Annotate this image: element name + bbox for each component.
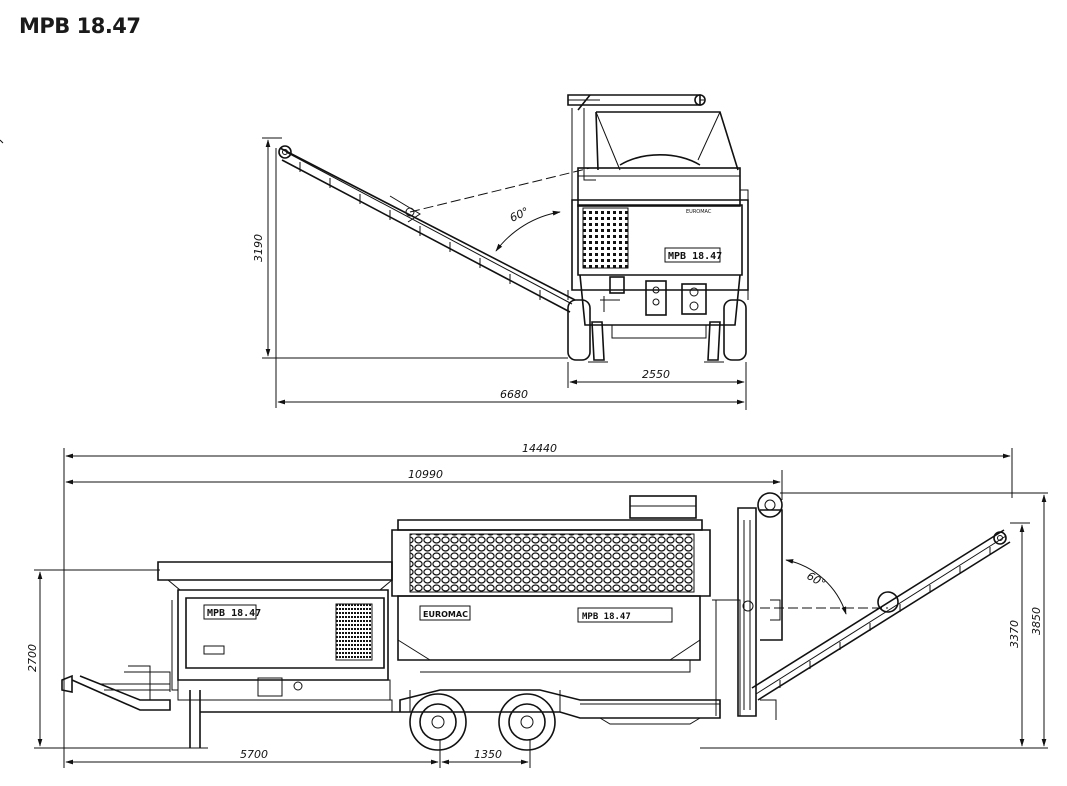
front-total-width-label: 6680 — [500, 388, 528, 401]
front-angle-label: 60° — [508, 205, 531, 225]
side-body-length-label: 10990 — [408, 468, 443, 481]
side-left-height-label: 2700 — [26, 644, 39, 672]
page-title: MPB 18.47 — [19, 14, 141, 38]
side-axle-spacing-label: 1350 — [474, 748, 502, 761]
front-brand-label: EUROMAC — [686, 209, 712, 215]
side-conveyor — [751, 529, 1011, 701]
front-machine-body: MPB 18.47 EUROMAC — [567, 94, 749, 363]
front-view: 60° MPB 18.47 EUROMAC — [252, 94, 749, 410]
side-angle-label: 60° — [805, 569, 828, 590]
side-view: 14440 10990 3850 3370 2700 5700 1350 — [26, 442, 1048, 768]
side-brand-label: EUROMAC — [423, 610, 468, 619]
side-panel-label: MPB 18.47 — [207, 608, 261, 619]
side-discharge-height-label: 3370 — [1008, 620, 1021, 648]
front-height-label: 3190 — [252, 234, 265, 262]
front-panel-label: MPB 18.47 — [668, 251, 722, 262]
side-chassis — [200, 689, 721, 751]
front-width-label: 2550 — [642, 368, 670, 381]
side-drawbar — [61, 665, 208, 749]
side-max-height-label: 3850 — [1030, 607, 1043, 635]
front-conveyor — [278, 145, 576, 313]
side-engine-housing: MPB 18.47 — [157, 561, 400, 713]
side-drum-label: MPB 18.47 — [582, 612, 631, 622]
margin-mark — [0, 139, 4, 144]
side-trommel: EUROMAC MPB 18.47 — [391, 495, 711, 673]
side-discharge-tower — [712, 492, 783, 720]
side-total-length-label: 14440 — [522, 442, 557, 455]
side-hitch-axle-label: 5700 — [240, 748, 268, 761]
